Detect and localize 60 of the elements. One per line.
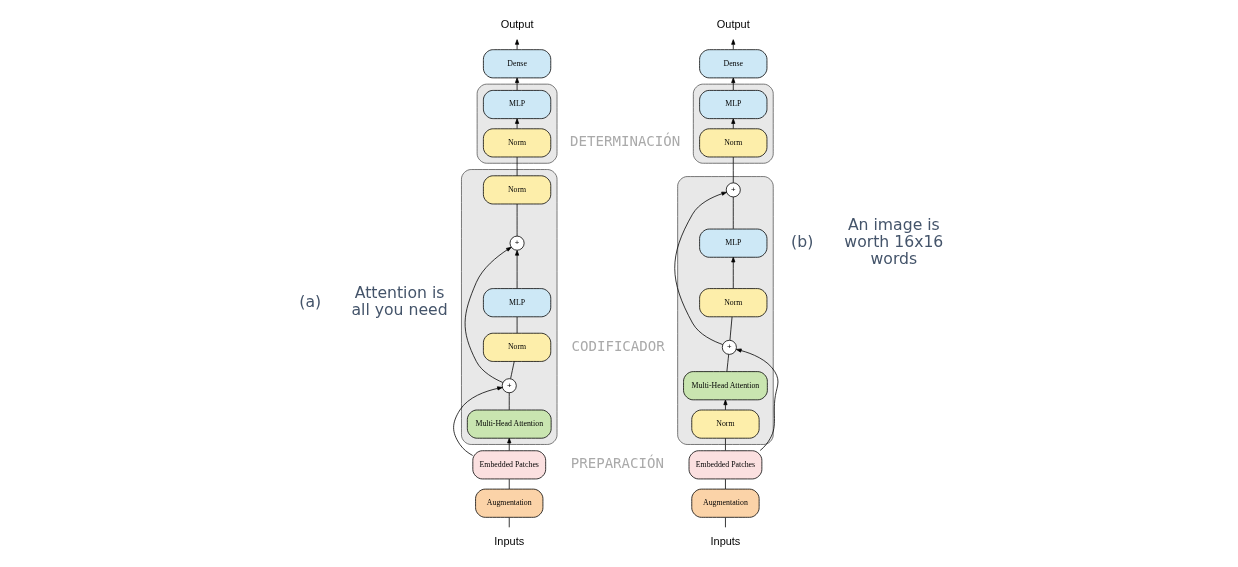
arrow [452, 386, 503, 456]
arrow [514, 250, 519, 289]
connector [729, 316, 732, 341]
node-text: Inputs [710, 534, 740, 547]
arrow [514, 39, 519, 50]
connector [724, 517, 726, 528]
node-box: Norm [482, 128, 551, 158]
node-box: Dense [482, 49, 551, 79]
connector [724, 437, 726, 451]
node-box: Norm [482, 332, 551, 362]
label: (a) [298, 291, 321, 311]
connector [508, 478, 510, 490]
connector [732, 196, 734, 230]
connector [516, 156, 517, 177]
connector [508, 517, 510, 528]
arrow [730, 39, 735, 50]
label: PREPARACIÓN [570, 455, 664, 472]
connector [726, 354, 729, 372]
node-box: Norm [482, 175, 551, 205]
node-circle: + [725, 182, 741, 198]
connector [732, 156, 734, 184]
node-box: MLP [482, 288, 551, 318]
connector [508, 392, 510, 411]
connector [516, 203, 517, 237]
connector [509, 361, 515, 379]
node-box: MLP [482, 90, 551, 119]
arrow [506, 437, 511, 451]
node-circle: + [501, 378, 517, 394]
label: An image is worth 16x16 words [843, 214, 943, 269]
label: CODIFICADOR [571, 337, 665, 354]
cluster [676, 176, 774, 445]
node-box: Multi-Head Attention [682, 371, 768, 401]
node-box: Norm [690, 409, 759, 439]
node-box: Augmentation [690, 488, 759, 518]
node-text: Output [500, 18, 534, 31]
arrow [730, 118, 735, 129]
node-box: Norm [698, 128, 767, 158]
node-box: MLP [698, 90, 767, 119]
connector [724, 478, 726, 490]
label: Attention is all you need [351, 282, 448, 320]
node-box: MLP [698, 228, 767, 258]
arrow [514, 77, 519, 91]
arrow [730, 77, 735, 91]
arrow [673, 191, 727, 345]
arrow [730, 256, 735, 289]
arrow [722, 399, 727, 411]
node-box: Augmentation [474, 488, 543, 518]
node-box: Embedded Patches [688, 450, 762, 480]
node-circle: + [509, 235, 524, 251]
node-box: Multi-Head Attention [466, 409, 552, 439]
label: DETERMINACIÓN [569, 133, 680, 150]
node-box: Dense [698, 49, 767, 79]
node-text: Output [716, 18, 750, 31]
node-box: Norm [698, 288, 767, 318]
label: (b) [790, 232, 813, 252]
node-circle: + [721, 339, 737, 355]
arrow [464, 246, 512, 383]
node-text: Inputs [493, 534, 524, 547]
node-box: Embedded Patches [471, 450, 546, 480]
arrow [514, 118, 519, 129]
